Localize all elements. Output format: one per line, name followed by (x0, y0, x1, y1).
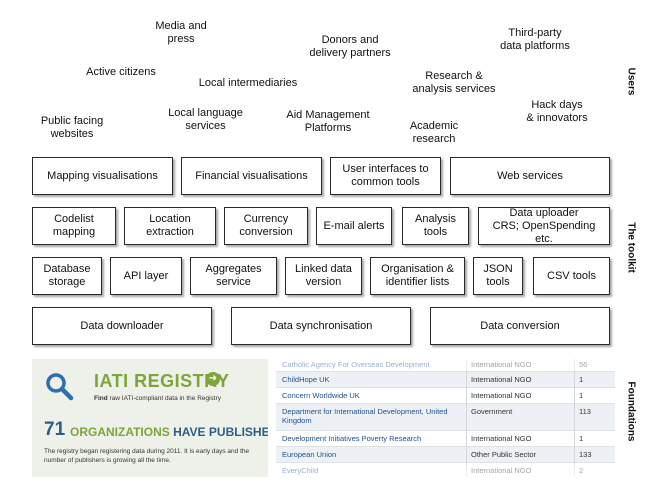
tool-financial-visualisations: Financial visualisations (181, 157, 322, 195)
registry-count: 71 (44, 419, 66, 440)
publisher-type: International NGO (466, 431, 571, 449)
publisher-name[interactable]: Concern Worldwide UK (282, 391, 360, 400)
publisher-name[interactable]: Development Initiatives Poverty Research (282, 434, 422, 443)
user-public-websites: Public facing websites (40, 115, 104, 140)
side-label-foundations: Foundations (625, 381, 637, 442)
publisher-count: 2 (574, 463, 615, 476)
user-local-intermediaries: Local intermediaries (198, 77, 298, 89)
user-research-analysis: Research & analysis services (412, 70, 496, 95)
magnifier-icon (46, 373, 74, 401)
registry-count-highlight: ORGANIZATIONS (70, 425, 170, 439)
tool-data-conversion: Data conversion (430, 307, 610, 345)
user-aid-management: Aid Management Platforms (286, 109, 370, 134)
tool-data-synchronisation: Data synchronisation (231, 307, 411, 345)
tool-api-layer: API layer (110, 257, 182, 295)
tool-web-services: Web services (450, 157, 610, 195)
registry-count-rest: HAVE PUBLISHED SO FAR (173, 425, 268, 439)
publisher-count: 1 (574, 388, 615, 406)
tool-mapping-visualisations: Mapping visualisations (32, 157, 173, 195)
publisher-name[interactable]: Catholic Agency For Overseas Development (282, 360, 430, 369)
tool-data-uploader: Data uploader CRS; OpenSpending etc. (478, 207, 610, 245)
tool-analysis-tools: Analysis tools (402, 207, 469, 245)
registry-find-text: Find raw IATI-compliant data in the Regi… (94, 395, 221, 402)
table-row[interactable]: Department for International Development… (276, 404, 615, 433)
publisher-name[interactable]: ChildHope UK (282, 375, 330, 384)
publisher-type: International NGO (466, 388, 571, 406)
tool-organisation-lists: Organisation & identifier lists (370, 257, 465, 295)
user-academic: Academic research (409, 120, 459, 145)
table-row[interactable]: EveryChild International NGO 2 (276, 463, 615, 476)
user-third-party: Third-party data platforms (500, 27, 570, 52)
tool-email-alerts: E-mail alerts (316, 207, 392, 245)
side-label-toolkit: The toolkit (625, 222, 637, 273)
registry-find-rest: raw IATI-compliant data in the Registry (107, 395, 222, 402)
publisher-name[interactable]: EveryChild (282, 466, 319, 475)
publisher-type: International NGO (466, 372, 571, 390)
iati-registry-panel: IATI REGISTRY ➜ Find raw IATI-compliant … (32, 359, 268, 477)
user-active-citizens: Active citizens (86, 66, 156, 78)
publisher-type: International NGO (466, 359, 571, 372)
tool-currency-conversion: Currency conversion (224, 207, 308, 245)
publisher-type: Government (466, 404, 571, 433)
publisher-type: Other Public Sector (466, 447, 571, 465)
publisher-count: 1 (574, 372, 615, 390)
publisher-count: 56 (574, 359, 615, 372)
registry-find-bold: Find (94, 395, 108, 402)
tool-aggregates-service: Aggregates service (190, 257, 277, 295)
publisher-type: International NGO (466, 463, 571, 476)
user-donors: Donors and delivery partners (309, 34, 391, 59)
publisher-count: 133 (574, 447, 615, 465)
table-row[interactable]: European Union Other Public Sector 133 (276, 447, 615, 465)
tool-database-storage: Database storage (32, 257, 102, 295)
publisher-name[interactable]: European Union (282, 450, 337, 459)
registry-description: The registry began registering data duri… (44, 448, 250, 464)
tool-location-extraction: Location extraction (124, 207, 216, 245)
user-media-press: Media and press (155, 20, 207, 45)
tool-data-downloader: Data downloader (32, 307, 212, 345)
table-row[interactable]: Concern Worldwide UK International NGO 1 (276, 388, 615, 406)
table-row[interactable]: ChildHope UK International NGO 1 (276, 372, 615, 390)
table-row[interactable]: Catholic Agency For Overseas Development… (276, 359, 615, 372)
publisher-count: 1 (574, 431, 615, 449)
side-label-users: Users (625, 67, 637, 96)
tool-user-interfaces: User interfaces to common tools (330, 157, 441, 195)
user-hack-days: Hack days & innovators (526, 99, 588, 124)
table-row[interactable]: Development Initiatives Poverty Research… (276, 431, 615, 449)
registry-title: IATI REGISTRY (94, 371, 230, 391)
publisher-name[interactable]: Department for International Development… (282, 407, 448, 425)
tool-codelist-mapping: Codelist mapping (32, 207, 116, 245)
publisher-table: Catholic Agency For Overseas Development… (276, 359, 615, 476)
publisher-count: 113 (574, 404, 615, 433)
arrow-right-icon[interactable]: ➜ (206, 372, 220, 386)
tool-json-tools: JSON tools (473, 257, 523, 295)
tool-csv-tools: CSV tools (533, 257, 610, 295)
tool-linked-data-version: Linked data version (285, 257, 362, 295)
registry-count-text: ORGANIZATIONS HAVE PUBLISHED SO FAR (70, 425, 268, 439)
user-local-language: Local language services (168, 107, 243, 132)
